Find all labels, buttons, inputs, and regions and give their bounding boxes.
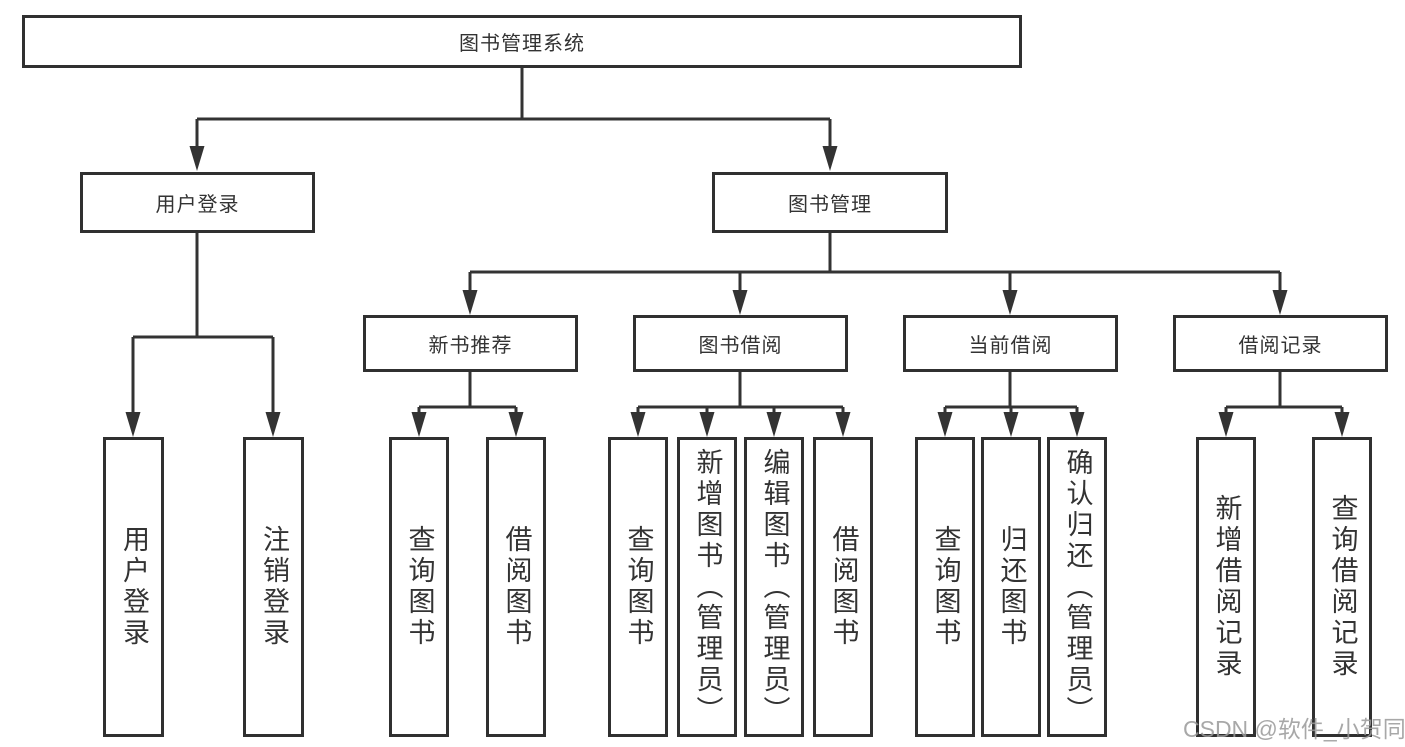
leaf-cb-confirm-return-label: 确认归还（管理员） — [1062, 447, 1093, 727]
leaf-bb-borrow-books: 借阅图书 — [813, 437, 873, 737]
node-book-management: 图书管理 — [712, 172, 948, 233]
node-user-login-label: 用户登录 — [155, 194, 240, 216]
leaf-bb-query-books-label: 查询图书 — [623, 525, 654, 649]
leaf-logout-label: 注销登录 — [259, 525, 289, 649]
node-current-borrow-label: 当前借阅 — [968, 335, 1053, 357]
node-current-borrow: 当前借阅 — [903, 315, 1118, 372]
leaf-user-login-label: 用户登录 — [119, 525, 149, 649]
leaf-br-query-record: 查询借阅记录 — [1312, 437, 1372, 737]
arrowheads — [125, 146, 1350, 437]
leaf-bb-add-books: 新增图书（管理员） — [677, 437, 737, 737]
node-root-system: 图书管理系统 — [22, 15, 1022, 68]
leaf-cb-confirm-return: 确认归还（管理员） — [1047, 437, 1107, 737]
leaf-nbr-borrow-books-label: 借阅图书 — [501, 525, 532, 649]
leaf-cb-query-books: 查询图书 — [915, 437, 975, 737]
leaf-logout: 注销登录 — [243, 437, 304, 737]
node-borrow-record-label: 借阅记录 — [1238, 335, 1323, 357]
leaf-bb-add-books-label: 新增图书（管理员） — [692, 447, 723, 727]
leaf-nbr-query-books: 查询图书 — [389, 437, 449, 737]
leaf-cb-return-books-label: 归还图书 — [996, 525, 1027, 649]
node-book-borrow-label: 图书借阅 — [698, 335, 783, 357]
node-book-management-label: 图书管理 — [788, 194, 872, 216]
leaf-bb-query-books: 查询图书 — [608, 437, 668, 737]
node-new-book-recommend-label: 新书推荐 — [428, 335, 513, 357]
leaf-nbr-query-books-label: 查询图书 — [404, 525, 435, 649]
leaf-bb-borrow-books-label: 借阅图书 — [828, 525, 859, 649]
node-borrow-record: 借阅记录 — [1173, 315, 1388, 372]
node-new-book-recommend: 新书推荐 — [363, 315, 578, 372]
leaf-bb-edit-books-label: 编辑图书（管理员） — [759, 447, 790, 727]
node-root-system-label: 图书管理系统 — [459, 33, 585, 55]
leaf-cb-return-books: 归还图书 — [981, 437, 1041, 737]
leaf-user-login: 用户登录 — [103, 437, 164, 737]
node-book-borrow: 图书借阅 — [633, 315, 848, 372]
leaf-bb-edit-books: 编辑图书（管理员） — [744, 437, 804, 737]
leaf-nbr-borrow-books: 借阅图书 — [486, 437, 546, 737]
leaf-br-query-record-label: 查询借阅记录 — [1327, 494, 1358, 680]
csdn-watermark: CSDN @软件_小贺同学 — [1183, 716, 1405, 742]
leaf-br-add-record: 新增借阅记录 — [1196, 437, 1256, 737]
node-user-login: 用户登录 — [80, 172, 315, 233]
leaf-br-add-record-label: 新增借阅记录 — [1211, 494, 1242, 680]
leaf-cb-query-books-label: 查询图书 — [930, 525, 961, 649]
